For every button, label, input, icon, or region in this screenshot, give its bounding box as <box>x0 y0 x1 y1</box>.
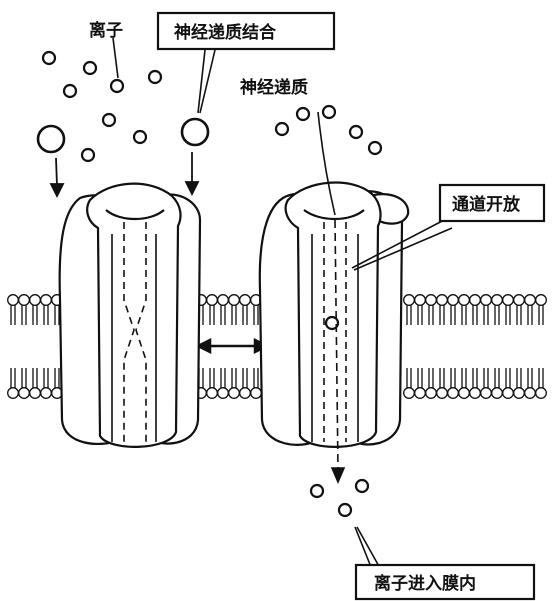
lipid-head <box>448 295 459 306</box>
label-ions-enter-box: 离子进入膜内 <box>356 565 534 599</box>
lipid-head <box>437 295 448 306</box>
lipid-head <box>426 295 437 306</box>
lipid-head <box>229 295 240 306</box>
lipid-head <box>30 388 41 399</box>
label-channel-open: 通道开放 <box>452 194 521 215</box>
lateral-movement-arrow <box>198 340 267 352</box>
lipid-head <box>404 295 415 306</box>
lipid-head <box>8 388 19 399</box>
lipid-head <box>218 295 229 306</box>
lipid-head <box>503 295 514 306</box>
lipid-head <box>207 388 218 399</box>
lipid-head <box>448 388 459 399</box>
lipid-head <box>41 388 52 399</box>
lipid-head <box>415 388 426 399</box>
lipid-head <box>415 295 426 306</box>
label-channel-open-box: 通道开放 <box>440 185 544 221</box>
label-transmitter-binding: 神经递质结合 <box>174 22 277 43</box>
lipid-head <box>492 388 503 399</box>
lipid-head <box>404 388 415 399</box>
lipid-head <box>229 388 240 399</box>
lipid-head <box>492 295 503 306</box>
lipid-head <box>514 295 525 306</box>
lipid-head <box>251 388 262 399</box>
lipid-head <box>525 388 536 399</box>
lipid-head <box>536 388 547 399</box>
lipid-head <box>240 295 251 306</box>
label-ions-enter-membrane: 离子进入膜内 <box>374 573 476 594</box>
lipid-head <box>470 388 481 399</box>
lipid-head <box>514 388 525 399</box>
lipid-head <box>30 295 41 306</box>
label-ions: 离子 <box>89 20 123 41</box>
lipid-head <box>503 388 514 399</box>
closed-ion-channel <box>60 184 200 447</box>
lipid-head <box>426 388 437 399</box>
lipid-head <box>470 295 481 306</box>
lipid-head <box>459 295 470 306</box>
lipid-head <box>481 295 492 306</box>
lipid-head <box>536 295 547 306</box>
lipid-head <box>525 295 536 306</box>
lipid-head <box>459 388 470 399</box>
lipid-head <box>19 388 30 399</box>
lipid-head <box>19 295 30 306</box>
lipid-head <box>437 388 448 399</box>
lipid-head <box>481 388 492 399</box>
lipid-head <box>218 388 229 399</box>
neurotransmitter-molecules <box>38 119 208 152</box>
lipid-head <box>240 388 251 399</box>
label-transmitter-binding-box: 神经递质结合 <box>158 13 334 49</box>
label-transmitter: 神经递质 <box>240 77 308 98</box>
lipid-head <box>41 295 52 306</box>
lipid-head <box>8 295 19 306</box>
lipid-head <box>207 295 218 306</box>
open-ion-channel <box>260 183 408 447</box>
